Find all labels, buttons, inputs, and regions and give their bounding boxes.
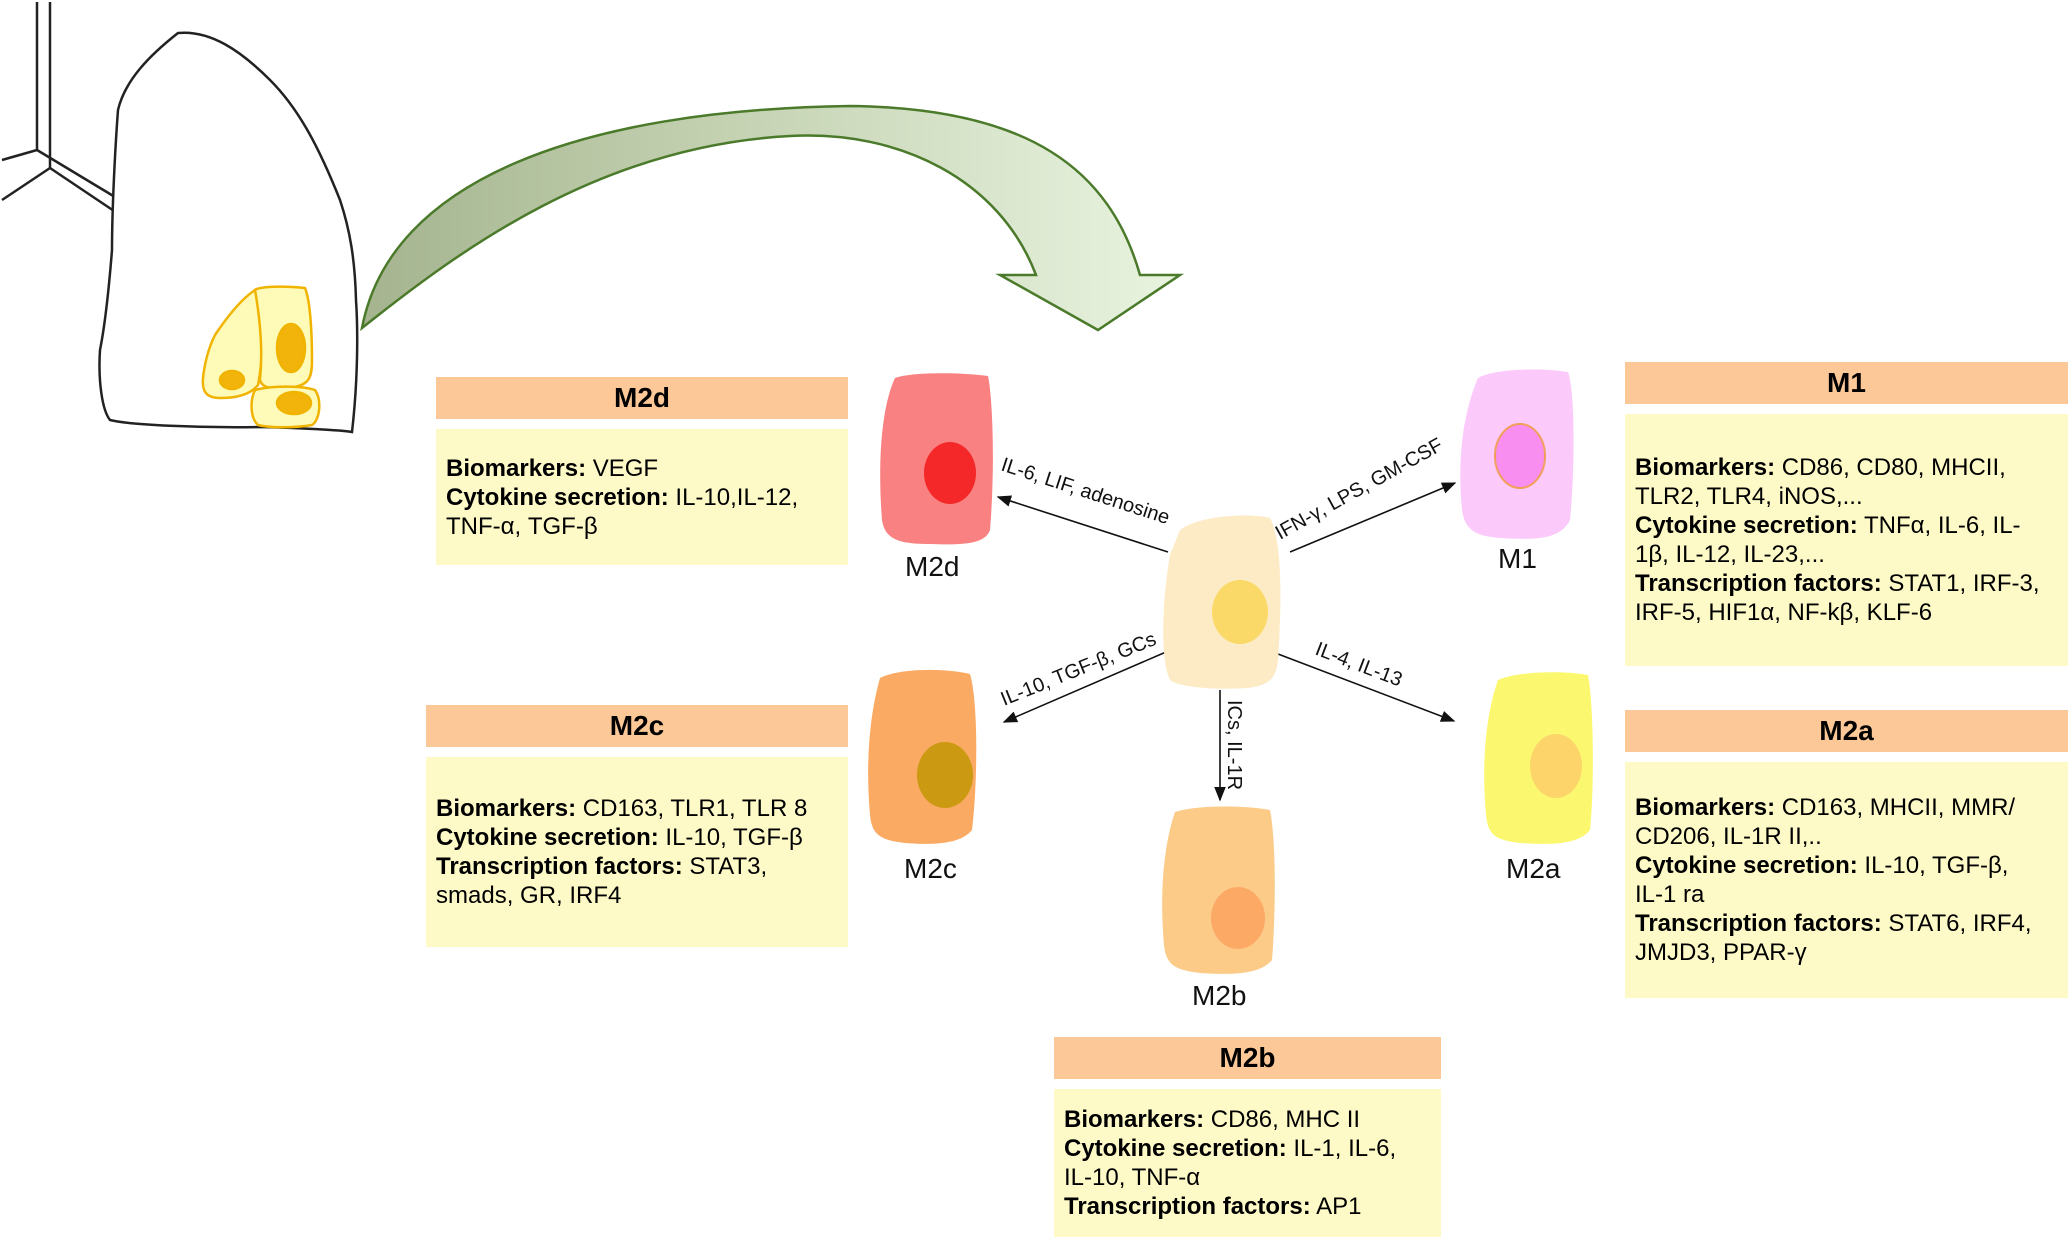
box-title-m1: M1 [1625, 362, 2068, 404]
migration-arrow [360, 104, 1185, 332]
cell-label-m2a: M2a [1506, 853, 1561, 884]
box-title-m2b: M2b [1054, 1037, 1441, 1079]
box-row: Biomarkers: CD163, TLR1, TLR 8 [436, 795, 808, 822]
box-row: CD206, IL-1R II,.. [1635, 823, 1822, 850]
cell-m2a: M2a [1484, 672, 1593, 884]
box-row: Biomarkers: CD86, MHC II [1064, 1106, 1361, 1133]
box-row: TNF-α, TGF-β [446, 512, 598, 540]
cell-m2b: M2b [1162, 806, 1275, 1011]
box-row: TLR2, TLR4, iNOS,... [1635, 483, 1863, 510]
box-row: Biomarkers: CD163, MHCII, MMR/ [1635, 794, 2016, 821]
box-body-m2d: Biomarkers: VEGF Cytokine secretion: IL-… [436, 429, 848, 565]
info-box-m1: M1 Biomarkers: CD86, CD80, MHCII, TLR2, … [1625, 362, 2068, 666]
info-box-m2d: M2d Biomarkers: VEGF Cytokine secretion:… [436, 377, 848, 565]
box-row: Transcription factors: STAT6, IRF4, [1635, 910, 2032, 937]
cell-label-m2d: M2d [905, 551, 959, 582]
box-row: Cytokine secretion: IL-1, IL-6, [1064, 1135, 1397, 1162]
cell-m2c: M2c [868, 669, 977, 884]
info-box-m2b: M2b Biomarkers: CD86, MHC II Cytokine se… [1054, 1037, 1441, 1237]
cell-label-m2c: M2c [904, 853, 957, 884]
arrow-to-m2a [1277, 653, 1456, 722]
box-row: IL-1 ra [1635, 881, 1705, 908]
cell-m1: M1 [1460, 369, 1574, 574]
arrow-label-m2a: IL-4, IL-13 [1312, 638, 1405, 691]
box-row: Cytokine secretion: IL-10, TGF-β, [1635, 852, 2009, 879]
box-row: Cytokine secretion: IL-10, TGF-β [436, 824, 803, 851]
lung-cells [201, 285, 321, 429]
arrow-label-m2b: ICs, IL-1R [1223, 700, 1245, 790]
box-row: Biomarkers: VEGF [446, 454, 659, 482]
box-row: Transcription factors: AP1 [1064, 1193, 1362, 1220]
arrow-to-m1 [1289, 482, 1457, 553]
box-title-m2d: M2d [436, 377, 848, 419]
cell-m2d: M2d [880, 373, 993, 582]
box-row: Cytokine secretion: IL-10,IL-12, [446, 483, 799, 511]
box-row: Transcription factors: STAT3, [436, 853, 768, 880]
cell-label-m2b: M2b [1192, 980, 1246, 1011]
box-title-m2c: M2c [426, 705, 848, 747]
arrow-to-m2c [1002, 651, 1167, 723]
box-body-m2a: Biomarkers: CD163, MHCII, MMR/ CD206, IL… [1625, 762, 2068, 998]
arrow-to-m2d [996, 495, 1169, 553]
box-row: Cytokine secretion: TNFα, IL-6, IL- [1635, 512, 2021, 539]
central-macrophage [1163, 515, 1281, 689]
box-row: IRF-5, HIF1α, NF-kβ, KLF-6 [1635, 599, 1933, 626]
arrow-label-m2d: IL-6, LIF, adenosine [998, 454, 1172, 529]
box-row: smads, GR, IRF4 [436, 882, 622, 909]
info-box-m2c: M2c Biomarkers: CD163, TLR1, TLR 8 Cytok… [426, 705, 848, 947]
box-row: IL-10, TNF-α [1064, 1164, 1201, 1191]
box-row: 1β, IL-12, IL-23,... [1635, 541, 1825, 568]
box-body-m1: Biomarkers: CD86, CD80, MHCII, TLR2, TLR… [1625, 414, 2068, 666]
arrow-label-m2c: IL-10, TGF-β, GCs [998, 628, 1160, 710]
info-box-m2a: M2a Biomarkers: CD163, MHCII, MMR/ CD206… [1625, 710, 2068, 998]
box-row: Biomarkers: CD86, CD80, MHCII, [1635, 454, 2006, 481]
box-title-m2a: M2a [1625, 710, 2068, 752]
arrow-label-m1: IFN-γ, LPS, GM-CSF [1272, 434, 1447, 544]
box-row: JMJD3, PPAR-γ [1635, 939, 1807, 966]
box-row: Transcription factors: STAT1, IRF-3, [1635, 570, 2040, 597]
box-body-m2b: Biomarkers: CD86, MHC II Cytokine secret… [1054, 1089, 1441, 1237]
box-body-m2c: Biomarkers: CD163, TLR1, TLR 8 Cytokine … [426, 757, 848, 947]
polarization-arrows [996, 482, 1457, 802]
cell-label-m1: M1 [1498, 543, 1537, 574]
bronchus-lines [1, 2, 121, 217]
